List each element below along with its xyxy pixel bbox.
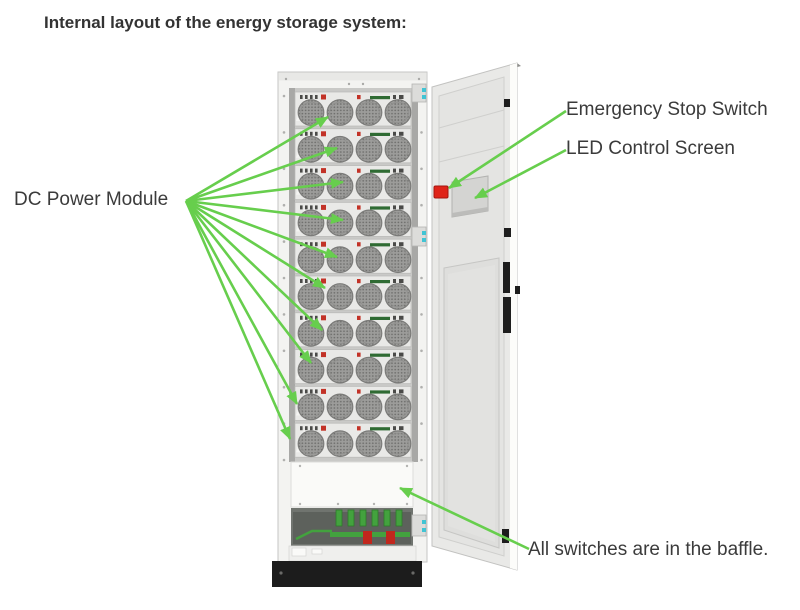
label-dc-power-module: DC Power Module (14, 189, 169, 210)
fan-grille-icon (355, 172, 383, 200)
fan-grille-icon (297, 319, 325, 347)
module-led-bar (370, 206, 390, 210)
fan-grille-icon (326, 172, 354, 200)
fan-grille-icon (384, 135, 412, 163)
left-bracket-green (295, 529, 332, 541)
fan-grille-icon (297, 430, 325, 458)
cabinet-top-edge (279, 72, 426, 81)
module-led-bar (370, 169, 390, 173)
fan-grille-icon (326, 283, 354, 310)
label-led-control-screen: LED Control Screen (566, 138, 735, 159)
module-red-indicator (321, 315, 326, 321)
fan-grille-icon (355, 356, 383, 384)
arrow-dc-power-module (185, 199, 338, 259)
fan-grille-icon (384, 246, 412, 274)
module-led-bar (370, 316, 390, 320)
label-baffle-note: All switches are in the baffle. (528, 539, 769, 560)
module-red-indicator (321, 241, 326, 247)
fan-grille-icon (384, 319, 412, 347)
dc-power-module (294, 386, 412, 421)
module-red-indicator (321, 388, 326, 394)
module-led-bar (370, 243, 390, 247)
arrow-dc-power-module (185, 177, 344, 203)
module-led-bar (370, 427, 390, 431)
fan-grille-icon (326, 209, 354, 237)
arrow-dc-power-module (184, 200, 313, 364)
module-red-indicator (321, 168, 326, 174)
module-led-bar (370, 390, 390, 394)
module-red-indicator (321, 204, 326, 210)
fan-grille-icon (384, 99, 412, 126)
dc-power-module (294, 422, 412, 458)
fan-grille-icon (384, 393, 412, 421)
emergency-stop-switch (433, 185, 449, 199)
module-led-bar (370, 96, 390, 100)
switch-connectors (335, 509, 403, 527)
fan-grille-icon (355, 393, 383, 421)
baffle-panel (290, 461, 414, 508)
fan-grille-icon (384, 172, 412, 200)
arrow-dc-power-module (185, 115, 329, 203)
fan-grille-icon (326, 430, 354, 458)
module-red-indicator (321, 131, 326, 137)
dc-power-module-arrows (184, 115, 344, 440)
arrow-led-screen (474, 148, 567, 200)
fan-grille-icon (384, 430, 412, 458)
red-terminal (386, 531, 395, 544)
arrow-dc-power-module (185, 199, 344, 225)
fan-grille-icon (326, 393, 354, 421)
arrow-emergency-stop (448, 109, 567, 190)
module-red-indicator (321, 425, 326, 431)
label-emergency-stop-switch: Emergency Stop Switch (566, 99, 768, 120)
fan-grille-icon (355, 99, 383, 126)
fan-grille-icon (326, 319, 354, 347)
fan-grille-icon (384, 283, 412, 310)
cabinet-base (272, 561, 422, 587)
dc-power-module (294, 312, 412, 348)
door-hinges (411, 83, 427, 537)
arrow-dc-power-module (185, 146, 338, 203)
fan-grille-icon (384, 356, 412, 384)
fan-grille-icon (355, 209, 383, 237)
page-title: Internal layout of the energy storage sy… (44, 13, 407, 32)
dc-power-module (294, 91, 412, 127)
fan-grille-icon (355, 319, 383, 347)
fan-grille-icon (355, 246, 383, 274)
module-led-bar (370, 132, 390, 136)
module-red-indicator (321, 352, 326, 358)
red-terminal (363, 531, 372, 544)
annotation-arrows (399, 109, 567, 551)
fan-grille-icon (384, 209, 412, 237)
arrow-dc-power-module (185, 200, 323, 331)
fan-grille-icon (355, 430, 383, 458)
arrow-dc-power-module (184, 200, 292, 440)
switch-compartment (291, 508, 413, 546)
module-led-bar (370, 353, 390, 357)
arrow-dc-power-module (185, 199, 326, 290)
dc-power-module (294, 165, 412, 200)
dc-power-module (294, 349, 412, 384)
fan-grille-icon (326, 99, 354, 126)
fan-grille-icon (297, 393, 325, 421)
fan-grille-icon (355, 283, 383, 310)
door-latches (502, 99, 520, 543)
module-red-indicator (321, 278, 326, 284)
fan-grille-icon (326, 246, 354, 274)
dc-power-module (294, 202, 412, 237)
fan-grille-icon (297, 283, 325, 310)
door-outer-strip (510, 63, 517, 570)
fan-grille-icon (326, 356, 354, 384)
fan-grille-icon (355, 135, 383, 163)
open-door (431, 62, 521, 571)
arrow-baffle (399, 486, 530, 551)
dc-power-module (294, 238, 412, 274)
module-red-indicator (321, 94, 326, 100)
cabinet-bottom (272, 545, 422, 587)
arrow-dc-power-module (184, 200, 299, 405)
module-led-bar (370, 280, 390, 284)
